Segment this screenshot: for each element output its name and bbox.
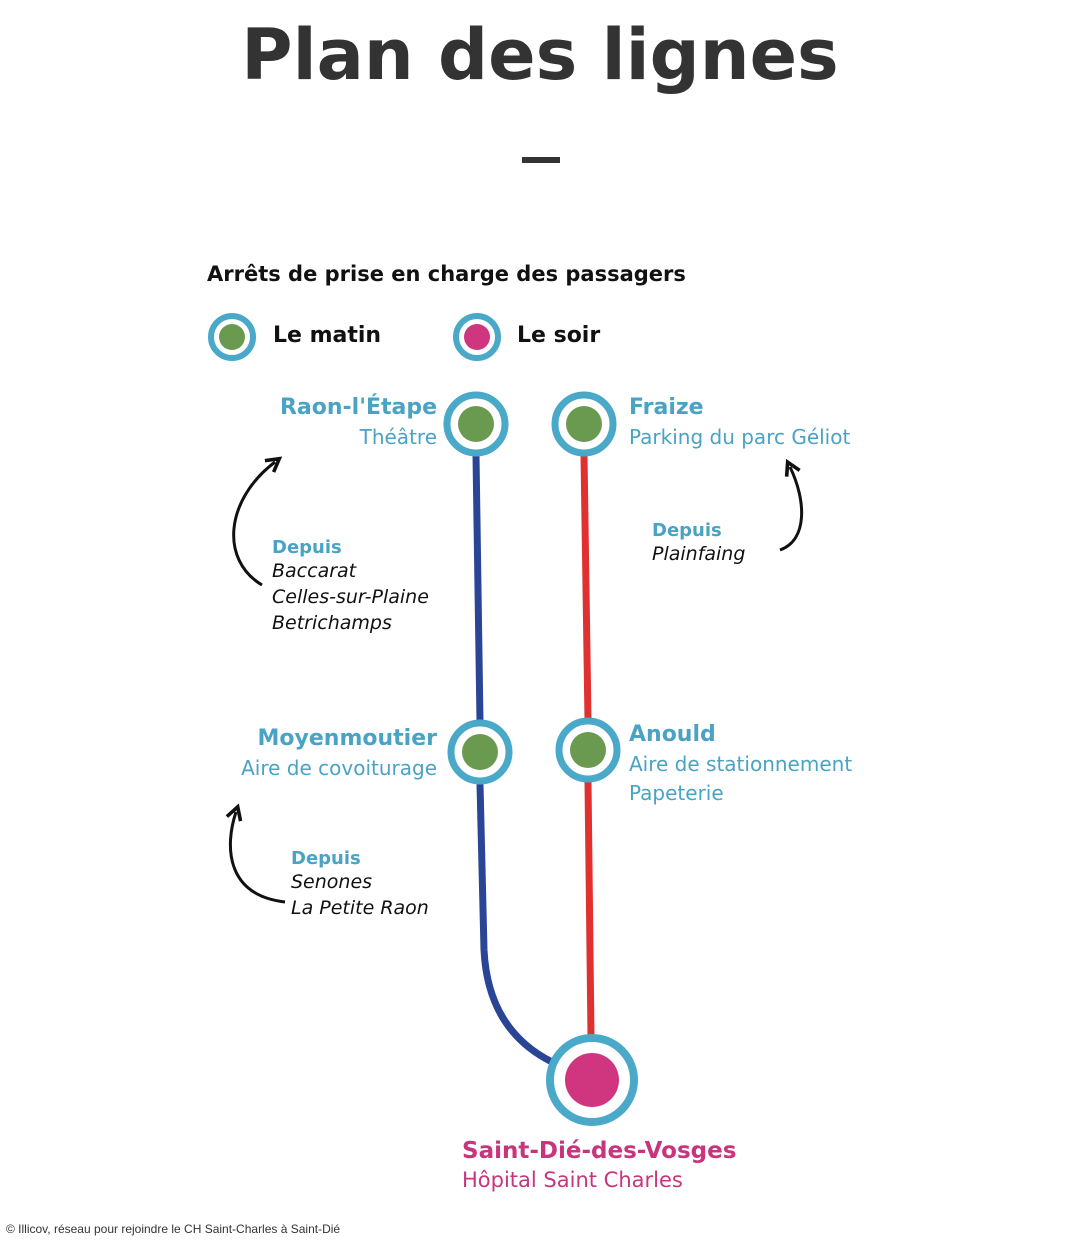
image-credit: © Illicov, réseau pour rejoindre le CH S… <box>6 1222 341 1236</box>
station-name-fraize: Fraize <box>629 395 704 420</box>
legend-label-evening: Le soir <box>517 323 601 348</box>
origin-place: Baccarat <box>272 560 357 582</box>
origins-label: Depuis <box>652 520 722 541</box>
station-name-raon: Raon-l'Étape <box>279 395 437 420</box>
station-marker-moyenmoutier <box>447 719 513 785</box>
page-title: Plan des lignes <box>241 14 839 96</box>
arrow-icon-fraize <box>779 458 804 552</box>
origin-place: Betrichamps <box>272 612 392 634</box>
origin-place: Celles-sur-Plaine <box>272 586 429 608</box>
station-name-saint-die: Saint-Dié-des-Vosges <box>462 1138 737 1164</box>
station-marker-fraize <box>551 391 617 457</box>
origins-label: Depuis <box>291 848 361 869</box>
arrow-icon-raon <box>232 456 283 587</box>
origins-moyenmoutier: Depuis Senones La Petite Raon <box>291 848 429 921</box>
arrow-icon-moyenmoutier <box>225 803 286 904</box>
station-stop-fraize: Parking du parc Géliot <box>629 425 851 449</box>
station-name-anould: Anould <box>629 722 716 747</box>
station-marker-saint-die <box>546 1034 638 1126</box>
station-stop-anould-line2: Papeterie <box>629 781 724 805</box>
legend-morning-marker <box>208 313 256 361</box>
origins-raon: Depuis Baccarat Celles-sur-Plaine Betric… <box>272 537 429 636</box>
station-marker-raon <box>443 391 509 457</box>
red-line <box>580 454 595 1037</box>
station-stop-anould-line1: Aire de stationnement <box>629 752 853 776</box>
origins-label: Depuis <box>272 537 342 558</box>
station-stop-moyenmoutier: Aire de covoiturage <box>241 756 437 780</box>
station-stop-saint-die: Hôpital Saint Charles <box>462 1168 683 1192</box>
title-divider <box>522 157 560 163</box>
origins-fraize: Depuis Plainfaing <box>652 520 745 567</box>
blue-line <box>472 454 554 1066</box>
legend-evening-marker <box>453 313 501 361</box>
station-name-moyenmoutier: Moyenmoutier <box>257 726 437 751</box>
origin-place: Plainfaing <box>652 543 746 565</box>
station-marker-anould <box>555 717 621 783</box>
origin-place: La Petite Raon <box>291 897 429 919</box>
origin-place: Senones <box>291 871 373 893</box>
station-stop-raon: Théâtre <box>359 425 437 449</box>
section-subtitle: Arrêts de prise en charge des passagers <box>207 262 686 286</box>
legend-label-morning: Le matin <box>273 323 382 348</box>
